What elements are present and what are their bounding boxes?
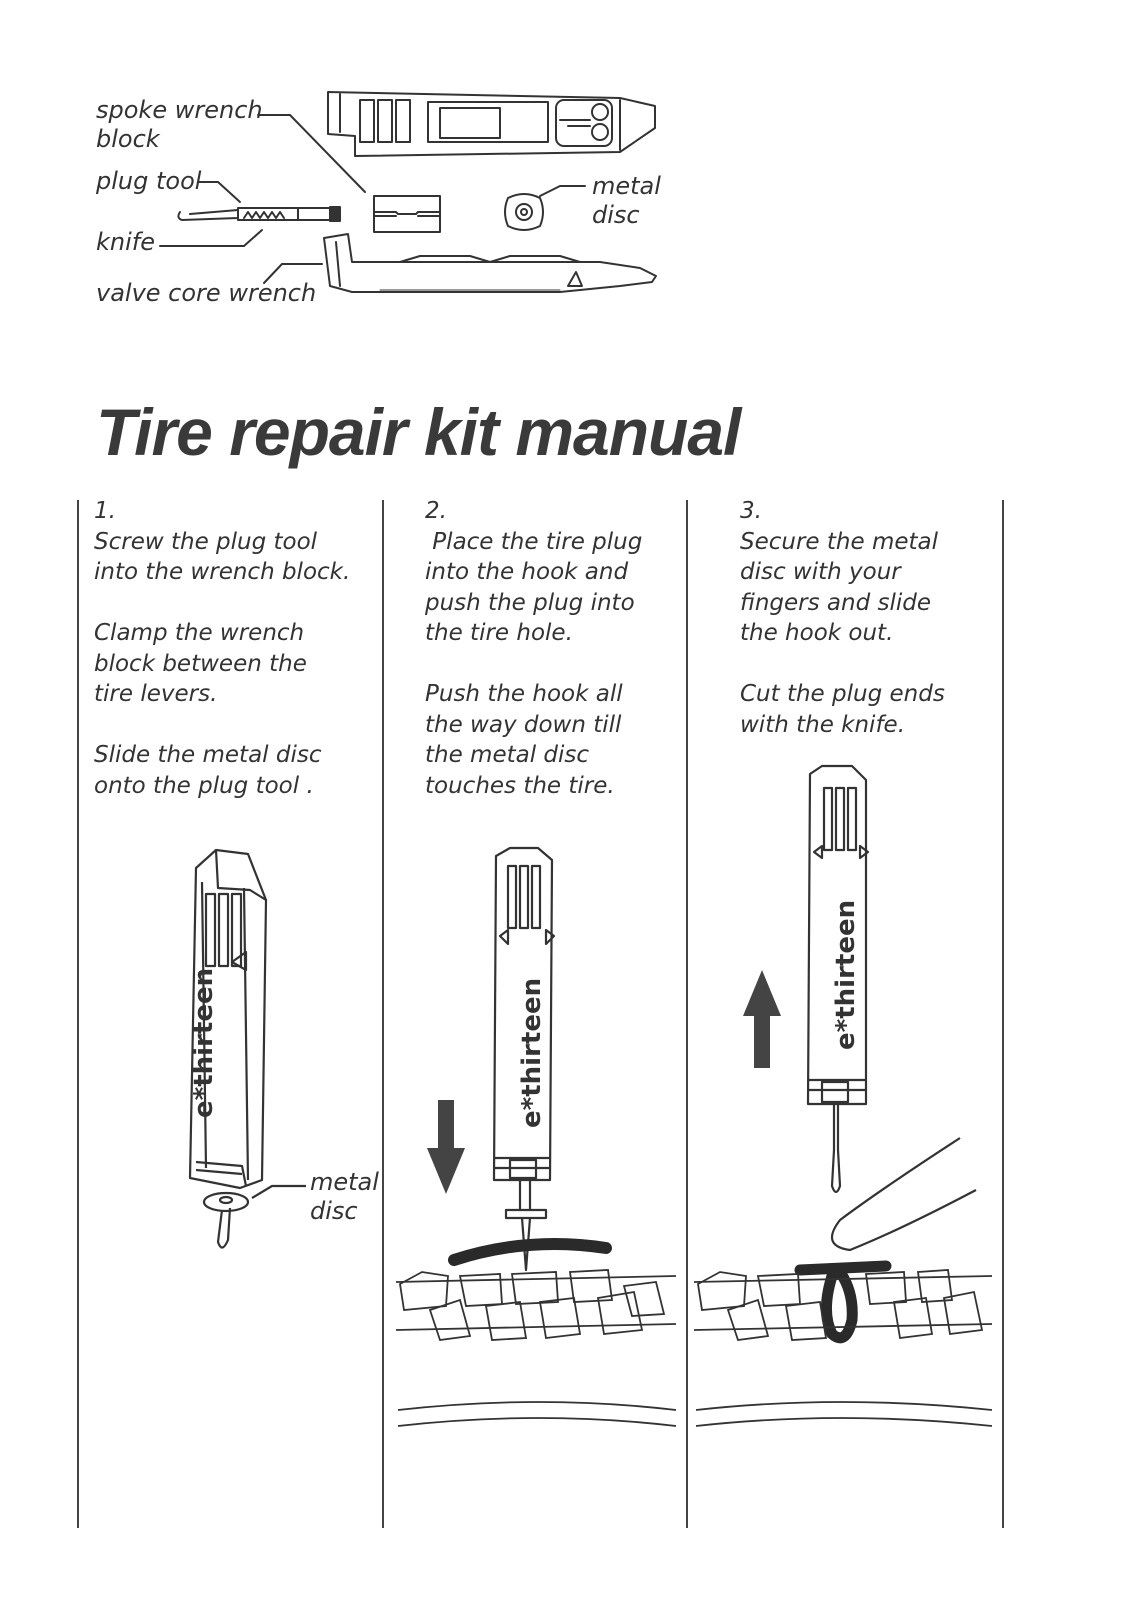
- label-plug-tool: plug tool: [96, 167, 202, 195]
- tire-lever-top-drawing: [327, 91, 656, 157]
- step-2: 2. Place the tire plug into the hook and…: [425, 496, 642, 832]
- tire-plug-strip: [448, 1238, 612, 1266]
- step-number: 3.: [740, 498, 762, 524]
- tire-tread-step2: [395, 1269, 677, 1427]
- arrow-up-icon: [743, 970, 781, 1068]
- callout-metal-disc: metal disc: [310, 1168, 379, 1225]
- step3-tool-drawing: [806, 764, 977, 1252]
- step-3: 3. Secure the metal disc with your finge…: [740, 496, 945, 771]
- column-divider: [77, 500, 79, 1528]
- step-number: 2.: [425, 498, 447, 524]
- leader-spoke-wrench: [257, 114, 366, 193]
- leader-knife: [159, 229, 263, 247]
- brand-logo-step1: e*thirteen: [189, 968, 219, 1118]
- step-paragraph: Push the hook all the way down till the …: [425, 681, 623, 799]
- step1-assembled-tool: [188, 848, 306, 1249]
- step2-tool-drawing: [492, 846, 556, 1272]
- tire-lever-bottom-drawing: [323, 233, 657, 293]
- step-paragraph: Screw the plug tool into the wrench bloc…: [94, 528, 351, 586]
- leader-plug-tool: [197, 181, 241, 203]
- leader-metal-disc: [539, 185, 586, 197]
- label-metal-disc: metal disc: [592, 172, 661, 229]
- tire-tread-step3: [693, 1269, 993, 1427]
- spoke-wrench-block-drawing: [373, 195, 441, 233]
- step-paragraph: Slide the metal disc onto the plug tool …: [94, 742, 322, 799]
- step-number: 1.: [94, 498, 116, 524]
- label-knife: knife: [96, 228, 155, 256]
- plug-tool-drawing: [177, 206, 341, 222]
- metal-disc-drawing: [504, 193, 544, 231]
- brand-logo-step3: e*thirteen: [831, 900, 861, 1050]
- step-paragraph: Secure the metal disc with your fingers …: [740, 528, 939, 647]
- column-divider: [686, 500, 688, 1528]
- page-title: Tire repair kit manual: [96, 395, 741, 469]
- label-valve-core-wrench: valve core wrench: [96, 279, 317, 307]
- step-paragraph: Cut the plug ends with the knife.: [740, 681, 945, 738]
- brand-logo-step2: e*thirteen: [517, 978, 547, 1128]
- plug-loop-step3: [794, 1260, 892, 1344]
- label-spoke-wrench-block: spoke wrench block: [96, 96, 263, 153]
- arrow-down-icon: [427, 1100, 465, 1194]
- column-divider: [382, 500, 384, 1528]
- step-1: 1. Screw the plug tool into the wrench b…: [94, 496, 350, 832]
- column-divider: [1002, 500, 1004, 1528]
- step-paragraph: Clamp the wrench block between the tire …: [94, 620, 307, 707]
- leader-valve-core: [263, 263, 323, 284]
- step-paragraph: Place the tire plug into the hook and pu…: [425, 528, 643, 647]
